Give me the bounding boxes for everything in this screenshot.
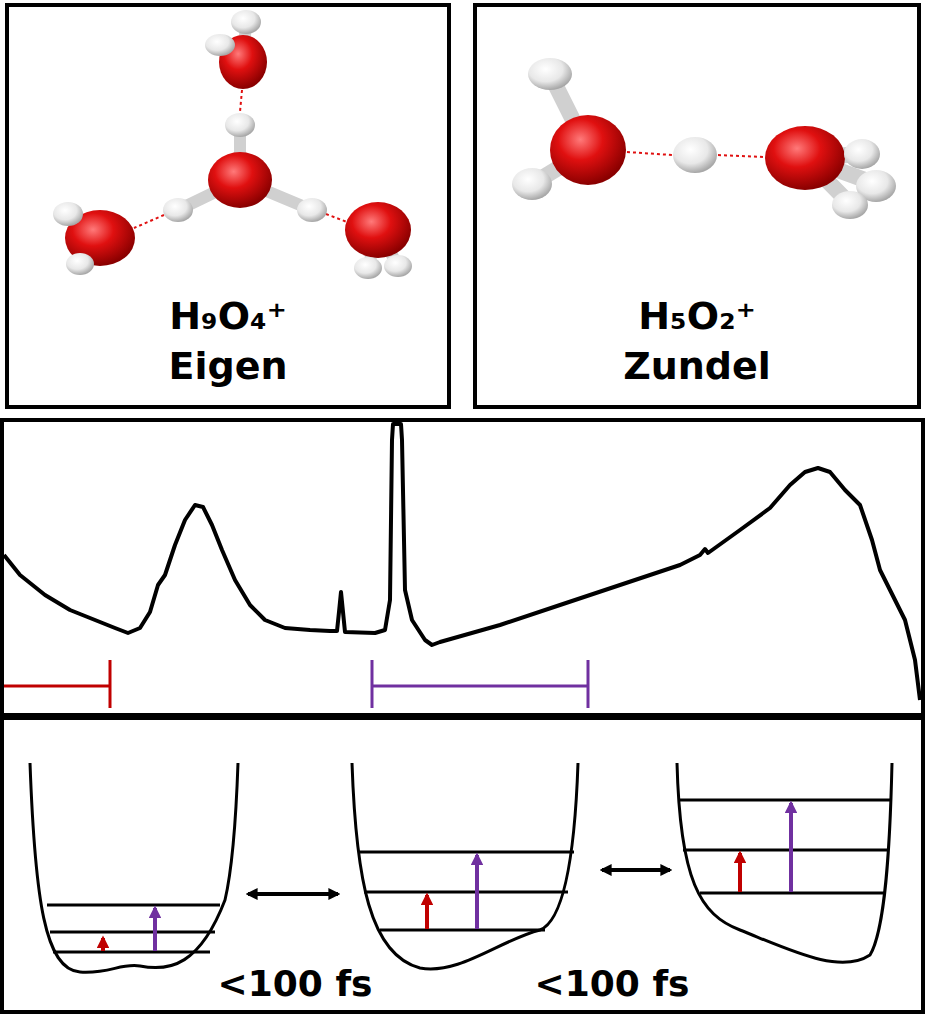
exchange-arrow (248, 870, 670, 894)
potential-well (352, 763, 578, 969)
chemical-formula: H₉O₄⁺ (169, 292, 286, 341)
potential-well (47, 904, 220, 907)
hydrogen-atom (163, 198, 193, 222)
red-bracket (4, 685, 110, 688)
hydrogen-atom (384, 255, 412, 277)
spectrum-curve (4, 424, 920, 700)
red-bracket (4, 660, 110, 708)
potential-well (380, 929, 545, 932)
transition-arrow (738, 853, 742, 892)
panel-frame (2, 420, 923, 715)
molecule-panel: H₉O₄⁺Eigen (5, 3, 451, 409)
purple-bracket (587, 660, 590, 708)
bond (532, 74, 876, 204)
potential-well (352, 763, 578, 969)
panel-frame (2, 718, 923, 1012)
oxygen-atom (765, 126, 845, 190)
exchange-arrow (602, 868, 670, 872)
potential-well (358, 851, 574, 854)
hydrogen-atom (297, 198, 327, 222)
zundel-molecule (512, 58, 896, 219)
molecule-panel: H₅O₂⁺Zundel (473, 3, 921, 409)
purple-bracket (371, 660, 374, 708)
eigen-molecule (53, 10, 412, 279)
oxygen-atom (550, 115, 626, 185)
potential-well (683, 849, 889, 852)
purple-bracket (372, 685, 588, 688)
chemical-formula: H₅O₂⁺ (638, 292, 755, 341)
potential-well (679, 799, 890, 802)
hydrogen-bond (718, 155, 764, 157)
hydrogen-atom (512, 58, 896, 219)
structure-name: Eigen (168, 342, 287, 391)
potential-well (50, 931, 215, 934)
hydrogen-bond (240, 90, 242, 112)
hydrogen-atom (66, 253, 94, 275)
structure-name: Zundel (623, 342, 771, 391)
hydrogen-bond (326, 214, 347, 222)
hydrogen-atom (512, 168, 552, 200)
exchange-arrow (248, 892, 338, 896)
transition-arrow (475, 855, 479, 929)
time-scale-label: <100 fs (218, 962, 373, 1005)
hydrogen-atom (832, 191, 868, 219)
oxygen-atom (208, 152, 272, 208)
transition-arrow (103, 803, 791, 951)
potential-well (364, 891, 568, 894)
hydrogen-atom (354, 257, 382, 279)
hydrogen-atom (225, 113, 255, 137)
potential-well (677, 763, 892, 962)
hydrogen-atom (528, 58, 572, 90)
hydrogen-atom (53, 10, 412, 279)
potential-well (30, 763, 238, 972)
hydrogen-atom (231, 10, 261, 34)
potential-well (30, 763, 238, 972)
potential-well (677, 763, 892, 962)
hydrogen-bond (134, 90, 347, 228)
red-bracket (109, 660, 112, 708)
hydrogen-bond (627, 152, 672, 155)
hydrogen-atom (53, 202, 83, 226)
oxygen-atom (345, 202, 411, 258)
transition-arrow (789, 803, 793, 892)
transition-arrow (101, 938, 105, 951)
potential-well (53, 951, 210, 954)
transition-arrow (153, 908, 157, 951)
hydrogen-atom (673, 137, 717, 173)
hydrogen-bond (134, 215, 164, 228)
hydrogen-atom (844, 139, 880, 169)
time-scale-label: <100 fs (535, 962, 690, 1005)
hydrogen-atom (205, 34, 235, 56)
oxygen-atom (550, 115, 845, 190)
oxygen-atom (65, 35, 411, 266)
purple-bracket (372, 660, 588, 708)
transition-arrow (425, 895, 429, 929)
